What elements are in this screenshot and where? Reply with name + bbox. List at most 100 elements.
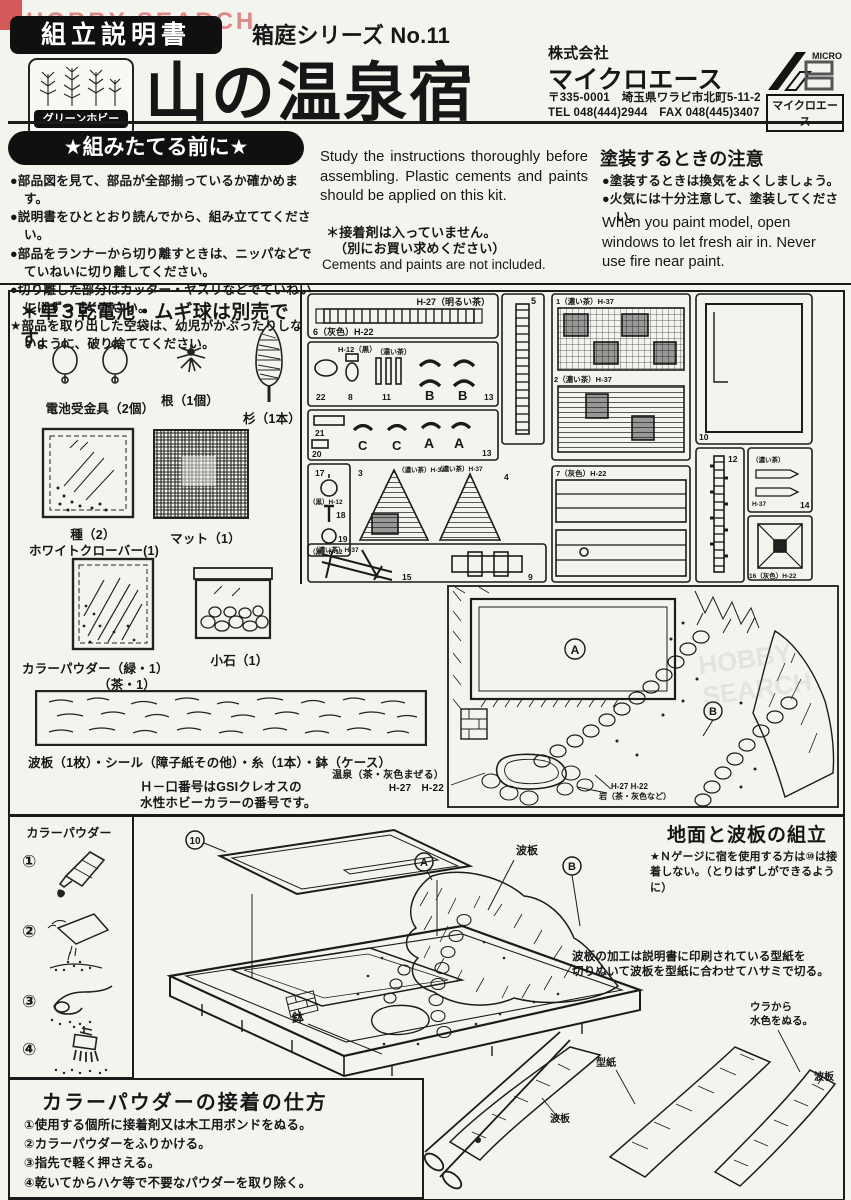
list-item: ③指先で軽く押さえる。: [24, 1156, 161, 1171]
sprue-label: C: [358, 438, 368, 453]
pot-callout: 鉢: [292, 1010, 305, 1025]
sprue-label: 13: [484, 392, 494, 402]
sprue-label: 22: [316, 392, 326, 402]
sprue-label: A: [454, 435, 464, 451]
cement-note-en: Cements and paints are not included.: [322, 257, 546, 272]
green-hobby-logo: グリーンホビー: [28, 58, 134, 138]
layout-plan: A B H-27 H-22 岩（茶・灰色など）: [447, 585, 839, 808]
mat-caption: マット（1）: [170, 532, 241, 546]
tray-assembly-drawing: 10 A B 波板 鉢: [166, 828, 644, 1078]
sprue-label: 5: [531, 296, 536, 306]
list-item: ●火気には十分注意して、塗装してください。: [602, 192, 839, 225]
corrugated-caption: 波板（1枚）・シール（障子紙その他）・糸（1本）・鉢（ケース）: [28, 756, 392, 770]
powder-step-1: ①: [22, 852, 37, 871]
spring-label-2: H-27 H-22: [388, 783, 444, 794]
lid-number-label: 10: [189, 836, 201, 847]
sprue-label: （黒）H-12: [309, 497, 343, 506]
sprue-label: A: [424, 435, 434, 451]
brush-icon: [54, 1026, 108, 1075]
plant-icon: [39, 66, 122, 106]
clover-caption: ホワイトクローバー(1): [28, 544, 160, 558]
powder-caption-1: カラーパウダー（緑・1）: [22, 662, 169, 676]
finger-press-icon: [50, 985, 113, 1029]
cut-note-1: 波板の加工は説明書に印刷されている型紙を: [572, 951, 806, 963]
root-caption: 根（1個）: [161, 394, 219, 408]
cedar-icon: [255, 322, 283, 402]
sprue-label: 7（灰色）H-22: [556, 468, 606, 478]
sprue-label: 16（灰色）H-22: [749, 571, 797, 580]
sprue-label: H-27（明るい茶）: [416, 296, 490, 307]
cutting-diagram: 波板 型紙 ウラから 水色をぬる。 波板: [423, 1001, 837, 1190]
back-paint-label-1: ウラから: [750, 1001, 792, 1013]
list-item: ④乾いてからハケ等で不要なパウダーを取り除く。: [24, 1175, 312, 1190]
series-title: 箱庭シリーズ No.11: [252, 23, 451, 48]
sheet-label-right: 波板: [814, 1070, 835, 1083]
cedar-caption: 杉（1本）: [243, 412, 301, 426]
before-heading: ★組みたてる前に★: [8, 131, 304, 165]
kit-title: 山の温泉宿: [145, 56, 475, 131]
powder-heading: カラーパウダー: [26, 826, 112, 840]
sheet-callout: 波板: [516, 843, 539, 857]
powder-step-2: ②: [22, 922, 37, 941]
back-paint-label-2: 水色をぬる。: [749, 1014, 813, 1027]
sprue-label: 11: [382, 392, 391, 402]
pour-powder-icon: [47, 913, 110, 972]
powder-step-4: ④: [22, 1040, 37, 1059]
sprue-label: 21: [315, 428, 325, 438]
sprue-label: 15: [402, 572, 412, 582]
list-item: ①使用する個所に接着剤又は木工用ボンドをぬる。: [24, 1118, 312, 1132]
sprue-diagram: H-27（明るい茶） 6（灰色）H-22 5 22 8 H-12（黒） （濃い茶…: [307, 293, 813, 583]
sprue-label: （濃い茶）H-37: [398, 465, 445, 474]
sprue-label: 1（濃い茶）H-37: [556, 296, 614, 306]
sprue-label: 2（濃い茶）H-37: [554, 374, 612, 384]
sold-separately-note: ＊単３乾電池・ムギ球は別売です。: [20, 302, 289, 350]
list-item: ●切り離した部分はカッター・ヤスリなどでていねいにけずってください。: [10, 282, 312, 315]
powder-step-3: ③: [22, 992, 37, 1011]
section-rule: [0, 283, 851, 285]
sprue-label: 4: [504, 472, 509, 482]
glue-method-box: [8, 1078, 424, 1199]
mat-icon: [153, 429, 249, 519]
paint-heading: 塗装するときの注意: [600, 149, 764, 169]
sprue-label: 6（灰色）H-22: [313, 326, 374, 337]
sprue-label: B: [458, 388, 467, 403]
microace-logo: MICRO ACE マイクロエース: [766, 48, 844, 132]
corrugated-sheet-icon: [35, 690, 427, 746]
green-hobby-label: グリーンホビー: [34, 110, 128, 128]
company-name: マイクロエース: [548, 66, 723, 94]
ground-assembly-note: ★Ｎゲージに宿を使用する方は⑩は接着しない。（とりはずしができるように）: [650, 851, 838, 894]
paint-list: ●塗装するときは換気をよくしましょう。●火気には十分注意して、塗装してください。: [602, 172, 848, 226]
paint-english: When you paint model, open windows to le…: [602, 215, 816, 271]
parts-divider: [300, 292, 302, 584]
rock-color-label: H-27 H-22: [611, 782, 648, 791]
glue-tube-icon: [57, 851, 106, 898]
brand-micro: MICRO: [812, 51, 842, 61]
mountain-a-label: A: [420, 857, 428, 869]
company-prefix: 株式会社: [548, 45, 609, 62]
company-tel: TEL 048(444)2944 FAX 048(445)3407: [548, 107, 760, 119]
sprue-label: 13: [482, 448, 492, 458]
company-address: 〒335-0001 埼玉県ワラビ市北町5-11-2: [548, 92, 761, 104]
sprue-label: （濃い茶）: [752, 455, 785, 464]
glue-method-steps: ①使用する個所に接着剤又は木工用ボンドをぬる。②カラーパウダーをふりかける。③指…: [24, 1116, 414, 1193]
sprue-label: 20: [312, 449, 322, 459]
sheet-label: 波板: [550, 1112, 571, 1125]
microace-logo-icon: MICRO ACE: [768, 51, 842, 91]
cement-note-2: （別にお買い求めください）: [334, 241, 506, 256]
cut-note-2: 切りぬいて波板を型紙に合わせてハサミで切る。: [572, 966, 830, 978]
pebbles-caption: 小石（1）: [210, 654, 269, 668]
list-item: ●部品をランナーから切り離すときは、ニッパなどでていねいに切り離してください。: [10, 246, 312, 279]
powder-caption-2: （茶・1）: [98, 678, 156, 692]
plan-b-label: B: [709, 706, 717, 718]
sprue-label: 12: [728, 454, 738, 464]
sprue-label: 9: [528, 572, 533, 582]
seed-caption: 種（2）: [70, 528, 116, 542]
rock-label: 岩（茶・灰色など）: [598, 791, 671, 801]
plan-a-label: A: [571, 643, 580, 657]
sprue-label: C: [392, 438, 402, 453]
sprue-label: （濃い茶）H-37: [312, 545, 359, 554]
seed-bag-icon: [41, 427, 135, 519]
glue-method-heading: カラーパウダーの接着の仕方: [42, 1092, 328, 1114]
spring-label-1: 温泉（茶・灰色まぜる）: [332, 770, 444, 781]
sprue-label: （濃い茶）: [376, 347, 411, 356]
